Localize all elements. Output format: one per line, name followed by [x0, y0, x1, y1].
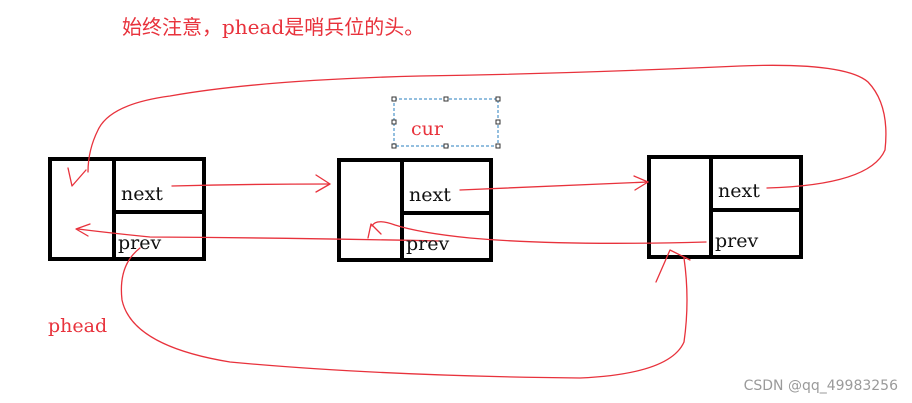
- node-2-next-label: next: [409, 184, 451, 206]
- arrow-next-1-to-2: [171, 174, 331, 193]
- csdn-watermark: CSDN @qq_49983256: [743, 378, 898, 394]
- node-1-box: [48, 157, 206, 261]
- arrow-prev-3-to-2: [367, 221, 707, 244]
- node-3-box: [647, 155, 803, 259]
- phead-label: phead: [48, 315, 108, 337]
- node-1: [48, 157, 206, 261]
- node-2: [337, 158, 493, 262]
- node-2-box: [337, 158, 493, 262]
- cur-selection-box: [391, 96, 501, 149]
- arrow-next-2-to-3: [459, 175, 649, 191]
- node-1-next-label: next: [121, 183, 163, 205]
- node-3-next-label: next: [718, 180, 760, 202]
- arrow-prev-head-to-3: [120, 247, 691, 379]
- node-1-prev-label: prev: [118, 232, 162, 254]
- node-2-prev-label: prev: [406, 233, 450, 255]
- node-3: [647, 155, 803, 259]
- sentinel-note: 始终注意，phead是哨兵位的头。: [122, 15, 425, 39]
- arrow-next-3-to-head: [67, 64, 887, 189]
- node-3-prev-label: prev: [715, 230, 759, 252]
- cur-label: cur: [411, 118, 443, 140]
- arrow-prev-2-to-1: [75, 223, 441, 242]
